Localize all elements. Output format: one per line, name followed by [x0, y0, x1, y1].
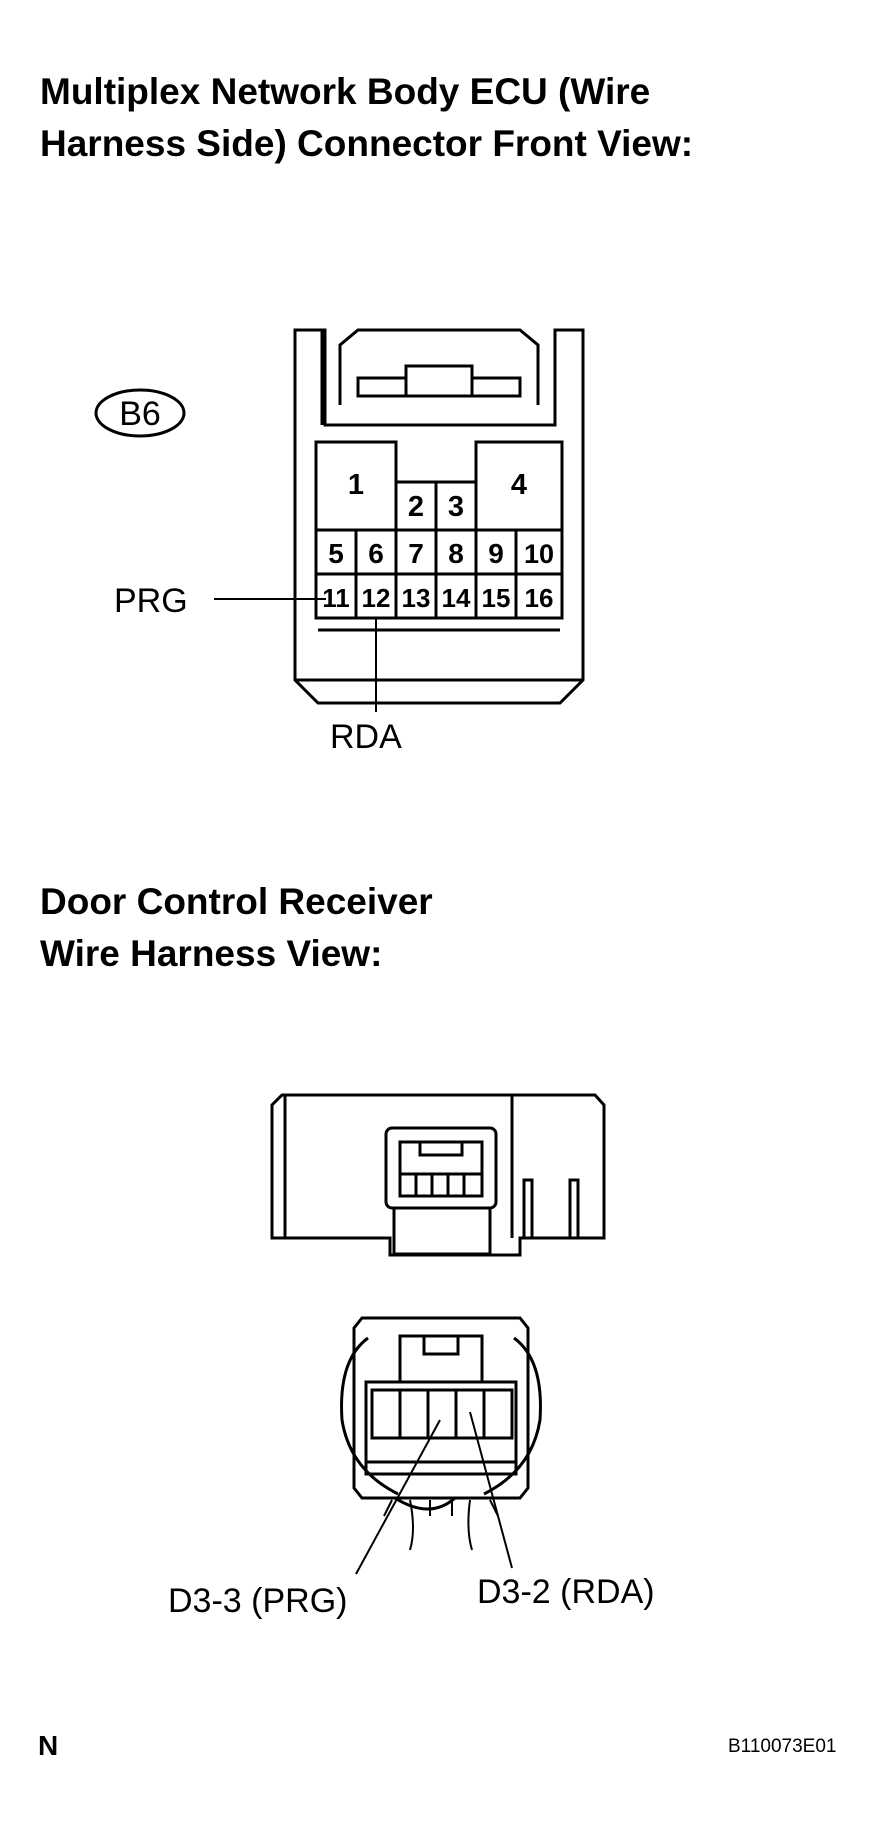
pin-label-12: 12 — [362, 583, 391, 613]
pin-label-1: 1 — [348, 469, 364, 501]
d3-2-label: D3-2 (RDA) — [477, 1573, 655, 1611]
d3-2-leader-line — [469, 1411, 513, 1569]
receiver-socket-terminals — [400, 1172, 482, 1196]
d3-3-label: D3-3 (PRG) — [168, 1582, 347, 1620]
pin-label-8: 8 — [448, 538, 464, 569]
receiver-rib-2 — [568, 1178, 580, 1240]
pin-label-3: 3 — [448, 491, 464, 523]
d3-lock-tab — [422, 1334, 460, 1356]
pin-label-10: 10 — [524, 539, 554, 569]
pin-label-4: 4 — [511, 469, 527, 501]
pin-label-2: 2 — [408, 491, 424, 523]
b6-lock-cover — [338, 328, 540, 405]
receiver-housing — [270, 1093, 606, 1257]
prg-label: PRG — [114, 582, 188, 620]
d3-boot-left — [340, 1336, 399, 1496]
b6-lock-tab-left — [356, 376, 408, 398]
connector-code-label: B6 — [119, 395, 161, 433]
section1-title-line2: Harness Side) Connector Front View: — [40, 123, 694, 164]
receiver-socket-key — [418, 1142, 464, 1157]
d3-wire-2 — [467, 1499, 473, 1551]
d3-housing — [352, 1316, 530, 1500]
b6-lock-tab-right — [470, 376, 522, 398]
pin-label-14: 14 — [442, 583, 471, 613]
connector-code-badge — [94, 388, 186, 438]
receiver-socket-inner — [398, 1140, 484, 1198]
b6-left-post — [295, 328, 324, 425]
pin-label-7: 7 — [408, 538, 424, 569]
pin-label-9: 9 — [488, 538, 504, 569]
pin-label-13: 13 — [402, 583, 431, 613]
receiver-rib-1 — [522, 1178, 534, 1240]
d3-3-leader-line — [355, 1419, 441, 1575]
b6-small-cavities — [314, 528, 564, 620]
d3-terminal-window — [364, 1380, 518, 1476]
receiver-bottom-tab — [392, 1206, 492, 1256]
d3-connector: D3-3 (PRG) D3-2 (RDA) — [168, 1316, 655, 1620]
b6-connector: B6 — [94, 328, 585, 756]
pin-label-5: 5 — [328, 538, 344, 569]
d3-terminals — [370, 1388, 514, 1440]
b6-lock-tab-center — [404, 364, 474, 398]
d3-wire-1 — [409, 1499, 414, 1551]
pin-label-11: 11 — [322, 583, 350, 613]
section1-title-line1: Multiplex Network Body ECU (Wire — [40, 71, 651, 112]
rda-label: RDA — [330, 718, 402, 756]
pin-label-6: 6 — [368, 538, 384, 569]
section1-title: Multiplex Network Body ECU (Wire Harness… — [40, 66, 693, 170]
b6-housing-outline — [293, 328, 585, 705]
receiver-body — [270, 1093, 606, 1257]
b6-right-post — [553, 328, 583, 425]
page-letter: N — [38, 1730, 59, 1761]
figure-code: B110073E01 — [728, 1736, 837, 1757]
d3-wire-5 — [383, 1499, 393, 1517]
section2-title-line1: Door Control Receiver — [40, 881, 433, 922]
b6-cavity-grid — [314, 440, 564, 620]
pin-label-15: 15 — [482, 583, 511, 613]
d3-wire-curve — [394, 1496, 456, 1511]
d3-lock — [398, 1334, 484, 1384]
section2-title: Door Control Receiver Wire Harness View: — [40, 876, 433, 980]
section2-title-line2: Wire Harness View: — [40, 933, 383, 974]
d3-boot-right — [483, 1336, 542, 1496]
pin-label-16: 16 — [525, 583, 554, 613]
